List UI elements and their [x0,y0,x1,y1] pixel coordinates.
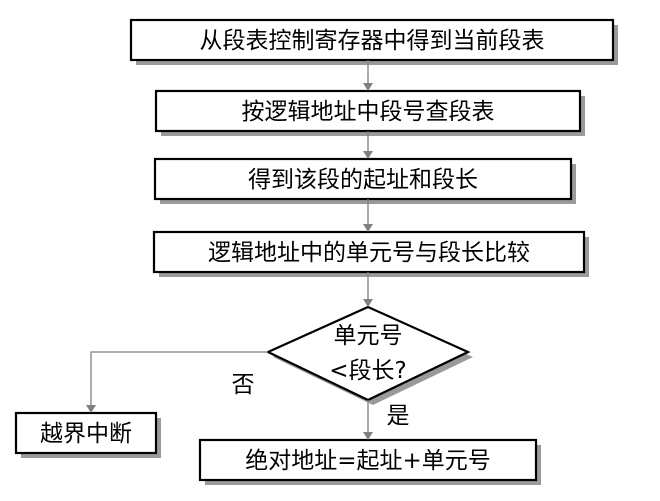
step-2-label: 按逻辑地址中段号查段表 [242,99,495,125]
no-outcome-label: 越界中断 [40,421,132,447]
yes-outcome-label: 绝对地址=起址+单元号 [245,448,491,474]
edge-decision-no [86,351,268,413]
step-3-node: 得到该段的起址和段长 [153,157,576,204]
edge-step1-step2 [363,60,373,91]
edge-step3-step4 [363,199,373,232]
yes-branch-label: 是 [387,403,410,429]
yes-outcome-node: 绝对地址=起址+单元号 [198,438,541,485]
edge-decision-yes [363,400,373,440]
edge-step2-step3 [363,131,373,159]
no-outcome-node: 越界中断 [14,411,161,458]
decision-label-line-2: <段长? [329,358,406,384]
step-4-node: 逻辑地址中的单元号与段长比较 [152,230,589,277]
step-4-label: 逻辑地址中的单元号与段长比较 [208,240,530,266]
step-2-node: 按逻辑地址中段号查段表 [154,89,585,136]
step-3-label: 得到该段的起址和段长 [248,167,478,193]
step-1-node: 从段表控制寄存器中得到当前段表 [129,18,618,65]
step-1-label: 从段表控制寄存器中得到当前段表 [200,28,545,54]
decision-node: 单元号 <段长? [265,305,473,405]
no-branch-label: 否 [232,372,255,398]
decision-label-line-1: 单元号 [334,323,403,349]
edge-step4-decision [363,272,373,307]
